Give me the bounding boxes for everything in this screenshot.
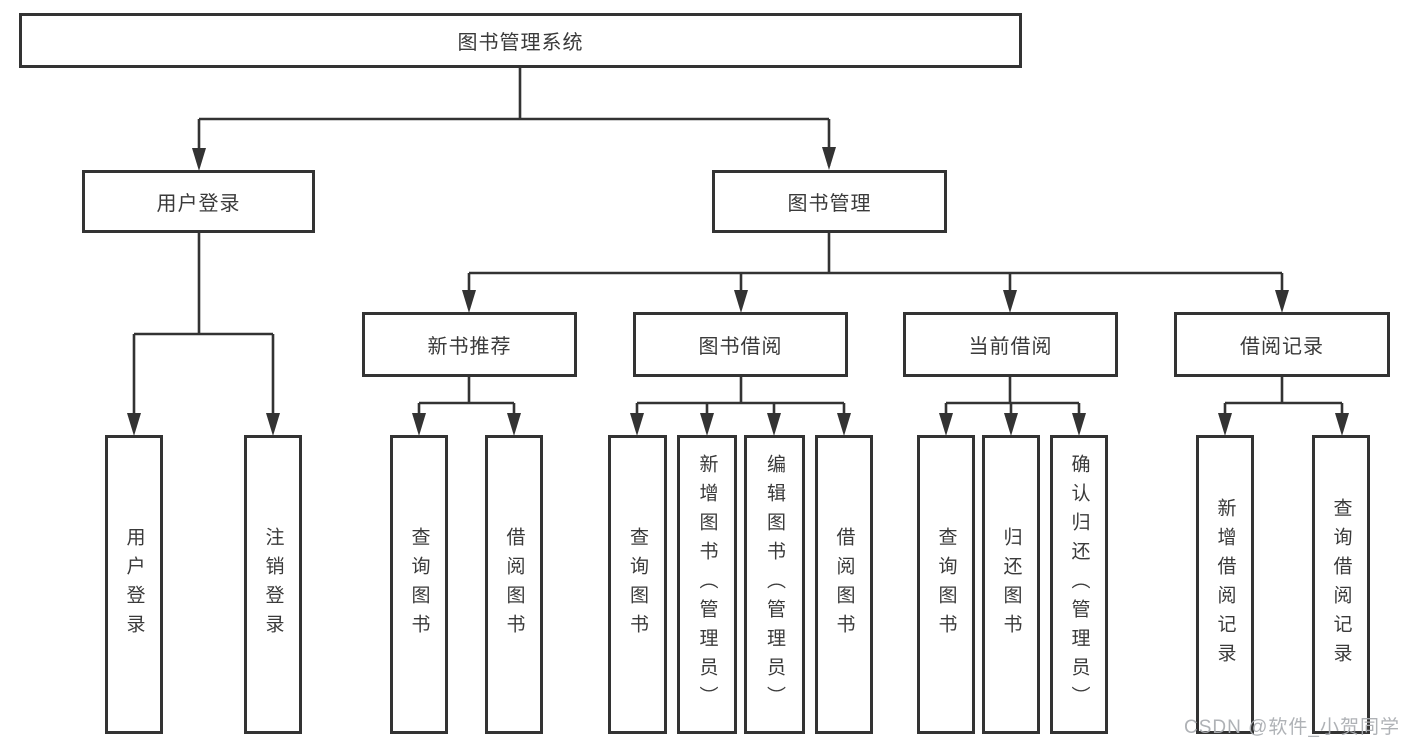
node-label: 查询图书 xyxy=(935,526,957,643)
node-label: 用户登录 xyxy=(123,526,145,643)
arrowhead-leaf xyxy=(700,413,714,436)
node-label: 查询借阅记录 xyxy=(1330,497,1352,672)
arrowhead-leaf xyxy=(767,413,781,436)
arrowhead-leaf xyxy=(266,413,280,436)
arrowhead-leaf xyxy=(507,413,521,436)
node-label: 图书借阅 xyxy=(698,336,783,358)
arrowhead-leaf xyxy=(1335,413,1349,436)
arrowhead-leaf xyxy=(1004,413,1018,436)
node-root: 图书管理系统 xyxy=(19,13,1022,68)
arrowhead-current-borrow xyxy=(1003,290,1017,313)
node-label: 确认归还（管理员） xyxy=(1068,454,1090,715)
leaf-query-book-2: 查询图书 xyxy=(608,435,667,734)
node-label: 借阅图书 xyxy=(503,526,525,643)
leaf-confirm-return-admin: 确认归还（管理员） xyxy=(1050,435,1108,734)
connector-userlogin-to-leaves xyxy=(132,233,275,431)
connector-newbook-to-leaves xyxy=(417,377,516,431)
leaf-logout: 注销登录 xyxy=(244,435,302,734)
node-label: 归还图书 xyxy=(1000,526,1022,643)
node-label: 查询图书 xyxy=(408,526,430,643)
connector-records-to-leaves xyxy=(1223,377,1344,431)
arrowhead-book-borrow xyxy=(734,290,748,313)
leaf-query-book-3: 查询图书 xyxy=(917,435,975,734)
node-label: 新增借阅记录 xyxy=(1214,497,1236,672)
arrowhead-leaf xyxy=(1072,413,1086,436)
node-book-borrow: 图书借阅 xyxy=(633,312,848,377)
arrowhead-new-book xyxy=(462,290,476,313)
node-user-login: 用户登录 xyxy=(82,170,315,233)
leaf-borrow-book-1: 借阅图书 xyxy=(485,435,543,734)
connector-bookmgmt-to-level3 xyxy=(467,233,1284,308)
leaf-borrow-book-2: 借阅图书 xyxy=(815,435,873,734)
node-label: 新增图书（管理员） xyxy=(696,454,718,715)
leaf-add-book-admin: 新增图书（管理员） xyxy=(677,435,737,734)
node-label: 新书推荐 xyxy=(427,336,512,358)
csdn-watermark: CSDN @软件_小贺同学 xyxy=(1184,717,1400,738)
arrowhead-leaf xyxy=(837,413,851,436)
arrowhead-leaf xyxy=(412,413,426,436)
node-new-book-recommend: 新书推荐 xyxy=(362,312,577,377)
node-borrow-records: 借阅记录 xyxy=(1174,312,1390,377)
leaf-query-borrow-record: 查询借阅记录 xyxy=(1312,435,1370,734)
connector-borrow-to-leaves xyxy=(635,377,846,431)
arrowhead-borrow-records xyxy=(1275,290,1289,313)
node-label: 借阅图书 xyxy=(833,526,855,643)
node-book-management: 图书管理 xyxy=(712,170,947,233)
node-label: 借阅记录 xyxy=(1240,336,1324,358)
arrowhead-leaf xyxy=(127,413,141,436)
node-label: 图书管理 xyxy=(787,193,872,215)
node-label: 注销登录 xyxy=(262,526,284,643)
arrowhead-leaf xyxy=(630,413,644,436)
arrowhead-user-login xyxy=(192,148,206,171)
leaf-add-borrow-record: 新增借阅记录 xyxy=(1196,435,1254,734)
arrowhead-leaf xyxy=(1218,413,1232,436)
arrowhead-leaf xyxy=(939,413,953,436)
leaf-edit-book-admin: 编辑图书（管理员） xyxy=(744,435,805,734)
node-label: 编辑图书（管理员） xyxy=(764,454,785,715)
node-current-borrow: 当前借阅 xyxy=(903,312,1118,377)
leaf-user-login: 用户登录 xyxy=(105,435,163,734)
connector-root-to-level2 xyxy=(197,68,831,166)
leaf-query-book-1: 查询图书 xyxy=(390,435,448,734)
leaf-return-book: 归还图书 xyxy=(982,435,1040,734)
node-label: 用户登录 xyxy=(156,193,241,215)
node-label: 查询图书 xyxy=(627,526,648,643)
arrowhead-book-mgmt xyxy=(822,147,836,170)
node-label: 图书管理系统 xyxy=(457,32,584,54)
node-label: 当前借阅 xyxy=(968,336,1053,358)
